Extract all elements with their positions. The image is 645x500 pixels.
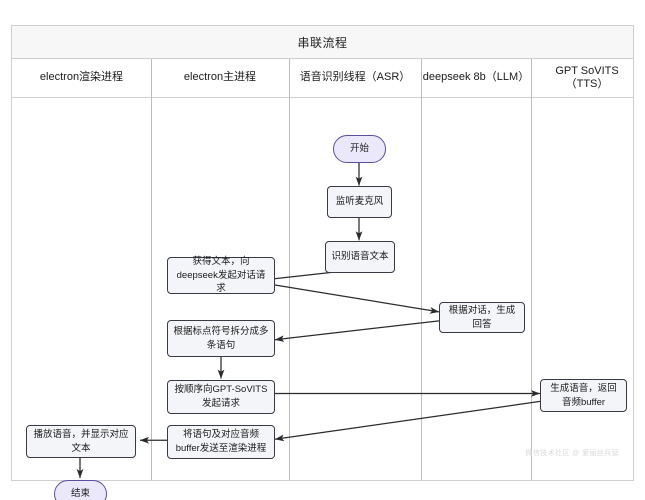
watermark-text: 微信技术社区 @ 爱丽丝兵营 — [525, 450, 619, 457]
lane-header-tts: GPT SoVITS（TTS） — [555, 64, 619, 90]
lane-divider-1 — [151, 59, 152, 480]
lane-divider-2 — [289, 59, 290, 480]
edge-genaudio-sendrenderer — [274, 400, 541, 442]
node-split-by-punctuation[interactable]: 根据标点符号拆分成多条语句 — [167, 320, 275, 357]
edge-answer-split — [274, 320, 440, 343]
lane-divider-3 — [421, 59, 422, 480]
node-start[interactable]: 开始 — [333, 135, 386, 163]
node-play-audio-show-text[interactable]: 播放语音，并显示对应文本 — [26, 425, 136, 458]
page-title: 串联流程 — [297, 35, 348, 50]
lane-divider-4 — [531, 59, 532, 480]
lane-body: 开始 监听麦克风 识别语音文本 获得文本，向deepseek发起对话请求 根据标… — [12, 98, 633, 500]
edge-layer — [76, 162, 541, 479]
node-generate-audio-buffer[interactable]: 生成语音，返回音频buffer — [540, 379, 627, 412]
diagram-title-band: 串联流程 — [12, 26, 633, 59]
lane-header-asr: 语音识别线程（ASR） — [299, 71, 411, 84]
lane-header-main: electron主进程 — [183, 71, 257, 84]
lane-header-row: electron渲染进程 electron主进程 语音识别线程（ASR） dee… — [12, 59, 633, 98]
node-send-to-renderer[interactable]: 将语句及对应音频buffer发送至渲染进程 — [167, 425, 275, 459]
node-request-gpt-sovits[interactable]: 按顺序向GPT-SoVITS发起请求 — [167, 380, 275, 414]
node-recognize-speech-text[interactable]: 识别语音文本 — [325, 241, 395, 273]
lane-header-renderer: electron渲染进程 — [39, 71, 124, 84]
node-generate-answer[interactable]: 根据对话，生成回答 — [439, 302, 525, 333]
node-end[interactable]: 结束 — [54, 480, 107, 500]
node-get-text-request-deepseek[interactable]: 获得文本，向deepseek发起对话请求 — [167, 256, 275, 294]
swimlane-diagram: 串联流程 electron渲染进程 electron主进程 语音识别线程（ASR… — [11, 25, 634, 500]
node-listen-microphone[interactable]: 监听麦克风 — [327, 186, 392, 218]
lane-header-llm: deepseek 8b（LLM） — [422, 71, 530, 84]
edge-gettext-answer — [274, 284, 440, 314]
